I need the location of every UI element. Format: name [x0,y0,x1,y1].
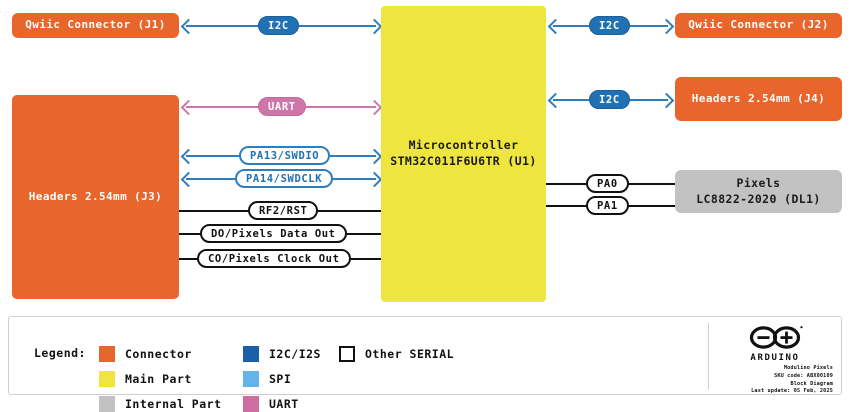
arrowhead-right-swdclk [366,171,383,188]
legend-swatch-internal-part [99,396,115,412]
block-label-j3: Headers 2.54mm (J3) [28,189,163,203]
arrowhead-right-uart [366,99,383,116]
signal-pill-swdclk[interactable]: PA14/SWDCLK [235,169,334,188]
signal-pill-uart[interactable]: UART [258,97,306,116]
legend-swatch-spi [243,371,259,387]
block-label-mcu-line2: STM32C011F6U6TR (U1) [390,154,537,168]
block-label-j2: Qwiic Connector (J2) [688,18,829,32]
block-diagram-canvas: Qwiic Connector (J1) Headers 2.54mm (J3)… [8,6,842,412]
brand-metadata: Modulino Pixels SKU code: ABX00109 Block… [751,365,833,396]
signal-pill-i2c-j2[interactable]: I2C [589,16,630,35]
brand-meta-doctype: Block Diagram [790,380,833,387]
legend-label-internal-part: Internal Part [125,397,222,411]
arrowhead-left-i2c-j2 [547,18,564,35]
legend-item-main-part: Main Part [99,371,192,387]
arrowhead-left-swdclk [180,171,197,188]
legend-panel: Legend: Connector Main Part Internal Par… [8,316,842,412]
legend-swatch-other-serial [339,346,355,362]
legend-item-spi: SPI [243,371,291,387]
signal-pill-pa0[interactable]: PA0 [586,174,629,193]
legend-divider [708,323,709,390]
arduino-wordmark: ARDUINO [750,353,800,363]
legend-label-main-part: Main Part [125,372,192,386]
arrowhead-right-i2c-j4 [658,92,675,109]
legend-label-other-serial: Other SERIAL [365,347,455,361]
legend-swatch-i2c [243,346,259,362]
brand-meta-updated: Last update: 05 Feb, 2025 [751,388,833,395]
block-microcontroller[interactable]: Microcontroller STM32C011F6U6TR (U1) [381,6,546,302]
block-label-pixels-line1: Pixels [736,175,781,190]
legend-item-other-serial: Other SERIAL [339,346,454,362]
block-pixels[interactable]: Pixels LC8822-2020 (DL1) [675,170,842,213]
block-headers-j3[interactable]: Headers 2.54mm (J3) [12,95,179,299]
legend-item-connector: Connector [99,346,192,362]
block-qwiic-connector-j2[interactable]: Qwiic Connector (J2) [675,13,842,38]
legend-item-uart: UART [243,396,299,412]
block-label-j1: Qwiic Connector (J1) [25,18,166,32]
arrowhead-left-uart [180,99,197,116]
arduino-infinity-logo-icon [749,326,803,349]
legend-label-spi: SPI [269,372,292,386]
block-label-mcu-line1: Microcontroller [408,138,519,153]
legend-title: Legend: [34,346,86,360]
block-label-pixels: Pixels LC8822-2020 (DL1) [696,176,821,207]
signal-pill-i2c-j4[interactable]: I2C [589,90,630,109]
signal-pill-i2c-j1[interactable]: I2C [258,16,299,35]
legend-swatch-connector [99,346,115,362]
arrowhead-left-swdio [180,148,197,165]
arrowhead-right-i2c-j1 [366,18,383,35]
signal-pill-pa1[interactable]: PA1 [586,196,629,215]
brand-panel: ARDUINO Modulino Pixels SKU code: ABX001… [709,317,841,394]
block-label-j4: Headers 2.54mm (J4) [691,91,826,105]
signal-pill-do[interactable]: DO/Pixels Data Out [200,224,347,243]
legend-label-uart: UART [269,397,299,411]
arrowhead-left-i2c-j4 [547,92,564,109]
legend-swatch-main-part [99,371,115,387]
legend-label-i2c: I2C/I2S [269,347,321,361]
signal-pill-swdio[interactable]: PA13/SWDIO [239,146,331,165]
arrowhead-left-i2c-j1 [180,18,197,35]
legend-item-internal-part: Internal Part [99,396,222,412]
legend-items-area: Legend: Connector Main Part Internal Par… [9,317,709,412]
brand-meta-sku: SKU code: ABX00109 [774,372,833,379]
legend-label-connector: Connector [125,347,192,361]
block-headers-j4[interactable]: Headers 2.54mm (J4) [675,77,842,121]
block-label-mcu: Microcontroller STM32C011F6U6TR (U1) [390,138,536,169]
arrowhead-right-swdio [366,148,383,165]
legend-swatch-uart [243,396,259,412]
brand-meta-product: Modulino Pixels [783,365,833,371]
block-label-pixels-line2: LC8822-2020 (DL1) [696,191,821,206]
legend-item-i2c: I2C/I2S [243,346,321,362]
signal-pill-co[interactable]: CO/Pixels Clock Out [197,249,351,268]
arrowhead-right-i2c-j2 [658,18,675,35]
signal-pill-rst[interactable]: RF2/RST [248,201,319,220]
block-qwiic-connector-j1[interactable]: Qwiic Connector (J1) [12,13,179,38]
